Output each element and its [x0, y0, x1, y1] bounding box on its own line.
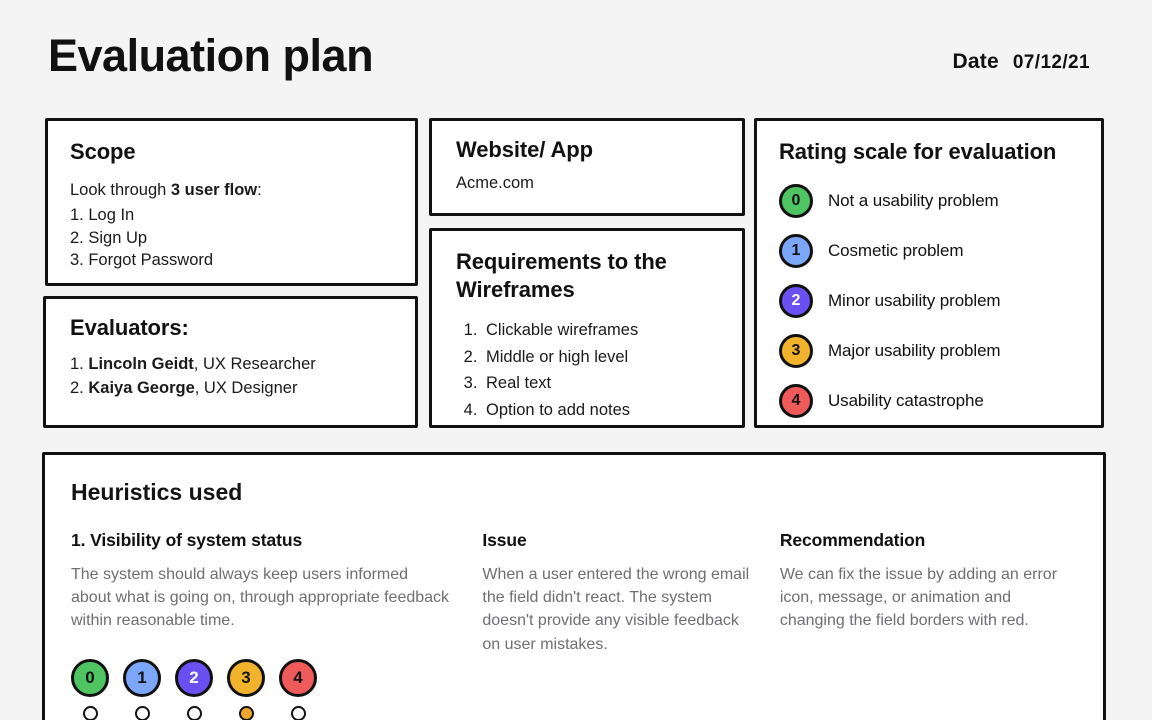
rating-scale-row: 0 Not a usability problem	[779, 176, 1079, 226]
rating-option-chip-2[interactable]: 2	[175, 658, 213, 697]
rating-scale-card: Rating scale for evaluation 0 Not a usabi…	[754, 118, 1104, 428]
rating-radio-1[interactable]	[134, 705, 150, 720]
rating-radio-0[interactable]	[82, 705, 98, 720]
evaluator-item: 2. Kaiya George, UX Designer	[70, 377, 391, 400]
evaluators-title: Evaluators:	[70, 315, 189, 340]
rating-option-1[interactable]: 1	[123, 658, 161, 720]
requirement-item: Option to add notes	[482, 399, 718, 422]
rating-option-0[interactable]: 0	[71, 658, 109, 720]
heuristic-column: 1. Visibility of system status The syste…	[71, 530, 482, 720]
rating-scale-list: 0 Not a usability problem 1 Cosmetic proble…	[779, 176, 1079, 426]
rating-chip-2: 2	[779, 284, 813, 318]
requirement-item: Middle or high level	[482, 346, 718, 369]
rating-radio-2[interactable]	[186, 705, 202, 720]
rating-option-2[interactable]: 2	[175, 658, 213, 720]
date-block: Date 07/12/21	[953, 50, 1091, 74]
rating-radio-3[interactable]	[238, 705, 254, 720]
evaluator-role: , UX Designer	[194, 378, 298, 397]
rating-scale-label: Major usability problem	[828, 341, 1001, 360]
evaluator-name: Lincoln Geidt	[88, 355, 194, 373]
requirement-item: Clickable wireframes	[482, 319, 718, 342]
rating-scale-label: Minor usability problem	[828, 291, 1001, 310]
scope-card: Scope Look through 3 user flow: 1. Log I…	[45, 118, 418, 286]
rating-scale-label: Usability catastrophe	[828, 391, 984, 410]
evaluator-index: 1.	[70, 355, 89, 373]
requirements-card: Requirements to the Wireframes Clickable…	[429, 228, 745, 428]
website-app-value: Acme.com	[456, 174, 534, 192]
rating-chip-1: 1	[779, 234, 813, 268]
heuristics-title: Heuristics used	[71, 479, 243, 505]
date-value: 07/12/21	[1012, 52, 1090, 73]
rating-option-chip-0[interactable]: 0	[71, 658, 109, 697]
evaluator-index: 2.	[70, 378, 89, 397]
date-label: Date	[952, 50, 999, 73]
scope-item: 2. Sign Up	[70, 228, 148, 247]
scope-list: 1. Log In 2. Sign Up 3. Forgot Password	[70, 204, 393, 272]
scope-lead: Look through 3 user flow:	[70, 179, 393, 202]
evaluator-item: 1. Lincoln Geidt, UX Researcher	[70, 353, 391, 376]
rating-scale-label: Cosmetic problem	[828, 241, 964, 260]
rating-option-chip-3[interactable]: 3	[227, 658, 265, 697]
website-app-title: Website/ App	[456, 137, 593, 162]
scope-item: 1. Log In	[70, 205, 135, 224]
rating-scale-title: Rating scale for evaluation	[779, 139, 1057, 164]
heuristic-name: 1. Visibility of system status	[71, 530, 303, 550]
issue-column: Issue When a user entered the wrong emai…	[482, 530, 779, 720]
recommendation-column: Recommendation We can fix the issue by a…	[780, 530, 1077, 720]
rating-scale-row: 1 Cosmetic problem	[779, 226, 1079, 276]
page-title: Evaluation plan	[48, 30, 374, 81]
evaluators-card: Evaluators: 1. Lincoln Geidt, UX Researc…	[43, 296, 418, 428]
heuristic-description: The system should always keep users info…	[71, 566, 450, 630]
recommendation-heading: Recommendation	[779, 530, 926, 550]
rating-scale-label: Not a usability problem	[828, 191, 999, 210]
scope-item: 3. Forgot Password	[70, 251, 214, 270]
heuristics-card: Heuristics used 1. Visibility of system …	[42, 452, 1106, 720]
rating-option-chip-1[interactable]: 1	[123, 658, 161, 697]
rating-option-4[interactable]: 4	[279, 658, 317, 720]
recommendation-text: We can fix the issue by adding an error …	[779, 566, 1058, 630]
rating-scale-row: 2 Minor usability problem	[779, 276, 1079, 326]
website-app-card: Website/ App Acme.com	[429, 118, 745, 216]
evaluator-role: , UX Researcher	[193, 355, 316, 373]
scope-lead-suffix: :	[257, 181, 262, 199]
rating-option-chip-4[interactable]: 4	[279, 658, 317, 697]
page-header: Evaluation plan Date 07/12/21	[0, 0, 1152, 110]
rating-chip-3: 3	[779, 334, 813, 368]
evaluator-name: Kaiya George	[88, 378, 195, 397]
requirement-item: Real text	[482, 372, 718, 395]
scope-title: Scope	[70, 139, 136, 164]
scope-lead-bold: 3 user flow	[170, 181, 258, 199]
requirements-title: Requirements to the Wireframes	[456, 249, 667, 302]
rating-chip-0: 0	[779, 184, 813, 218]
rating-radio-4[interactable]	[290, 705, 306, 720]
requirements-list: Clickable wireframesMiddle or high level…	[456, 319, 718, 422]
issue-heading: Issue	[482, 530, 527, 550]
heuristic-entry-row: 1. Visibility of system status The syste…	[71, 530, 1077, 720]
rating-chip-4: 4	[779, 384, 813, 418]
rating-option-3[interactable]: 3	[227, 658, 265, 720]
rating-scale-row: 4 Usability catastrophe	[779, 376, 1079, 426]
rating-scale-row: 3 Major usability problem	[779, 326, 1079, 376]
issue-text: When a user entered the wrong email the …	[482, 566, 750, 653]
scope-lead-prefix: Look through	[70, 181, 171, 199]
